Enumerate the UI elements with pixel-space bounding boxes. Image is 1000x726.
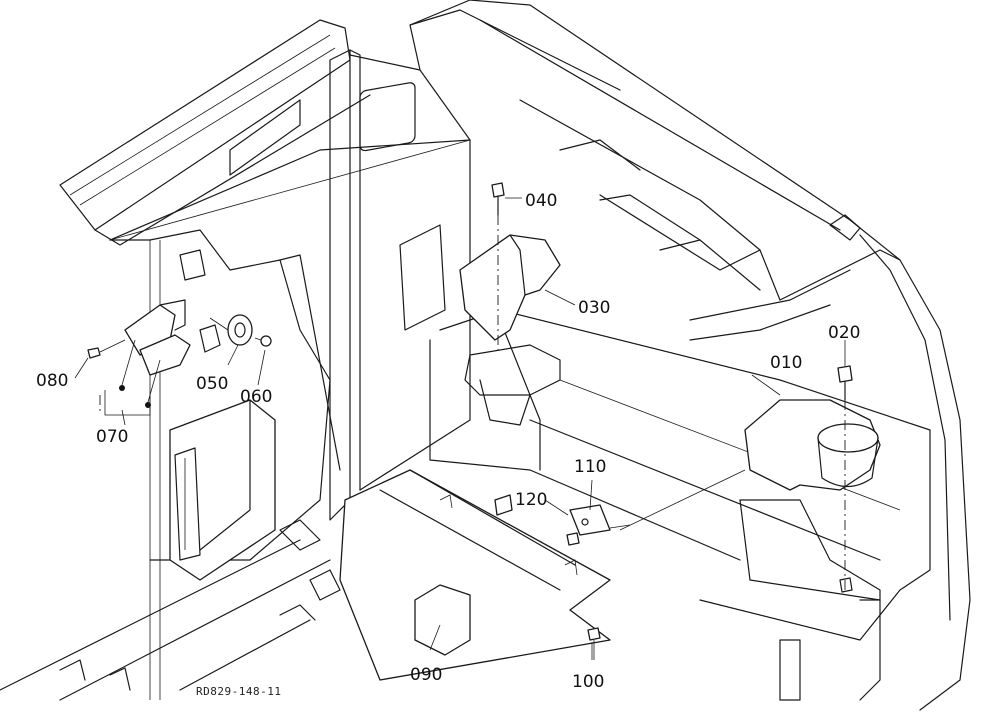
screw-060 <box>254 335 272 347</box>
part-label-050: 050 <box>196 374 228 394</box>
cabin-frame <box>0 0 971 711</box>
drawing-code: RD829-148-11 <box>196 685 281 698</box>
bolt-040 <box>491 182 505 350</box>
clip <box>494 494 513 516</box>
cup-holder-cover-030 <box>459 234 561 341</box>
part-label-040: 040 <box>525 191 557 211</box>
bolt-020 <box>837 365 853 593</box>
alignment-lines <box>109 139 746 531</box>
screw-100 <box>587 627 601 660</box>
part-label-080: 080 <box>36 371 68 391</box>
part-label-120: 120 <box>515 490 547 510</box>
bracket-plate-110 <box>569 504 631 536</box>
cup-recess-left <box>464 344 561 426</box>
screw-080 <box>87 339 126 359</box>
left-storage-box <box>169 399 276 581</box>
cup-holder-tray-010 <box>744 399 881 491</box>
part-label-070: 070 <box>96 427 128 447</box>
knob-050 <box>209 314 253 346</box>
part-label-110: 110 <box>574 457 606 477</box>
part-label-090: 090 <box>410 665 442 685</box>
leader-lines <box>74 197 846 660</box>
part-label-030: 030 <box>578 298 610 318</box>
left-wall-panel <box>109 139 471 561</box>
lower-panel-090 <box>339 469 611 681</box>
part-labels: 010 020 030 040 050 060 070 080 090 100 … <box>36 191 860 692</box>
part-label-060: 060 <box>240 387 272 407</box>
screw-120 <box>566 532 580 546</box>
part-label-020: 020 <box>828 323 860 343</box>
switch-assembly-070 <box>99 299 221 416</box>
part-label-100: 100 <box>572 672 604 692</box>
part-label-010: 010 <box>770 353 802 373</box>
